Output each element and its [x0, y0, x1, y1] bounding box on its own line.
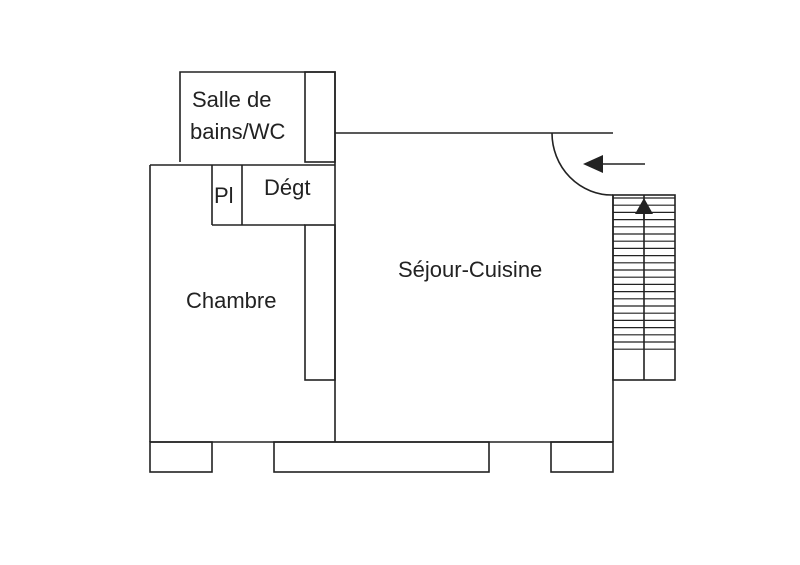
bathroom-hatched-wall — [304, 71, 336, 163]
stair-steps — [613, 197, 675, 350]
label-salle-de-bains-line1: Salle de — [192, 87, 272, 112]
label-placard: Pl — [214, 183, 234, 208]
arrow-up-icon — [635, 198, 653, 220]
bottom-hatched-wall-middle — [273, 441, 490, 473]
bottom-hatched-wall-right — [550, 441, 614, 473]
bathroom-wall — [179, 71, 336, 162]
label-sejour-cuisine: Séjour-Cuisine — [398, 257, 542, 282]
door-arc-icon — [551, 132, 614, 196]
chambre-hatched-wall — [304, 224, 336, 381]
label-chambre: Chambre — [186, 288, 276, 313]
staircase — [612, 194, 676, 381]
arrow-left-icon — [583, 155, 645, 173]
bottom-hatched-wall-left — [149, 441, 213, 473]
wall-outlines — [149, 71, 614, 443]
label-salle-de-bains-line2: bains/WC — [190, 119, 285, 144]
label-degagement: Dégt — [264, 175, 310, 200]
